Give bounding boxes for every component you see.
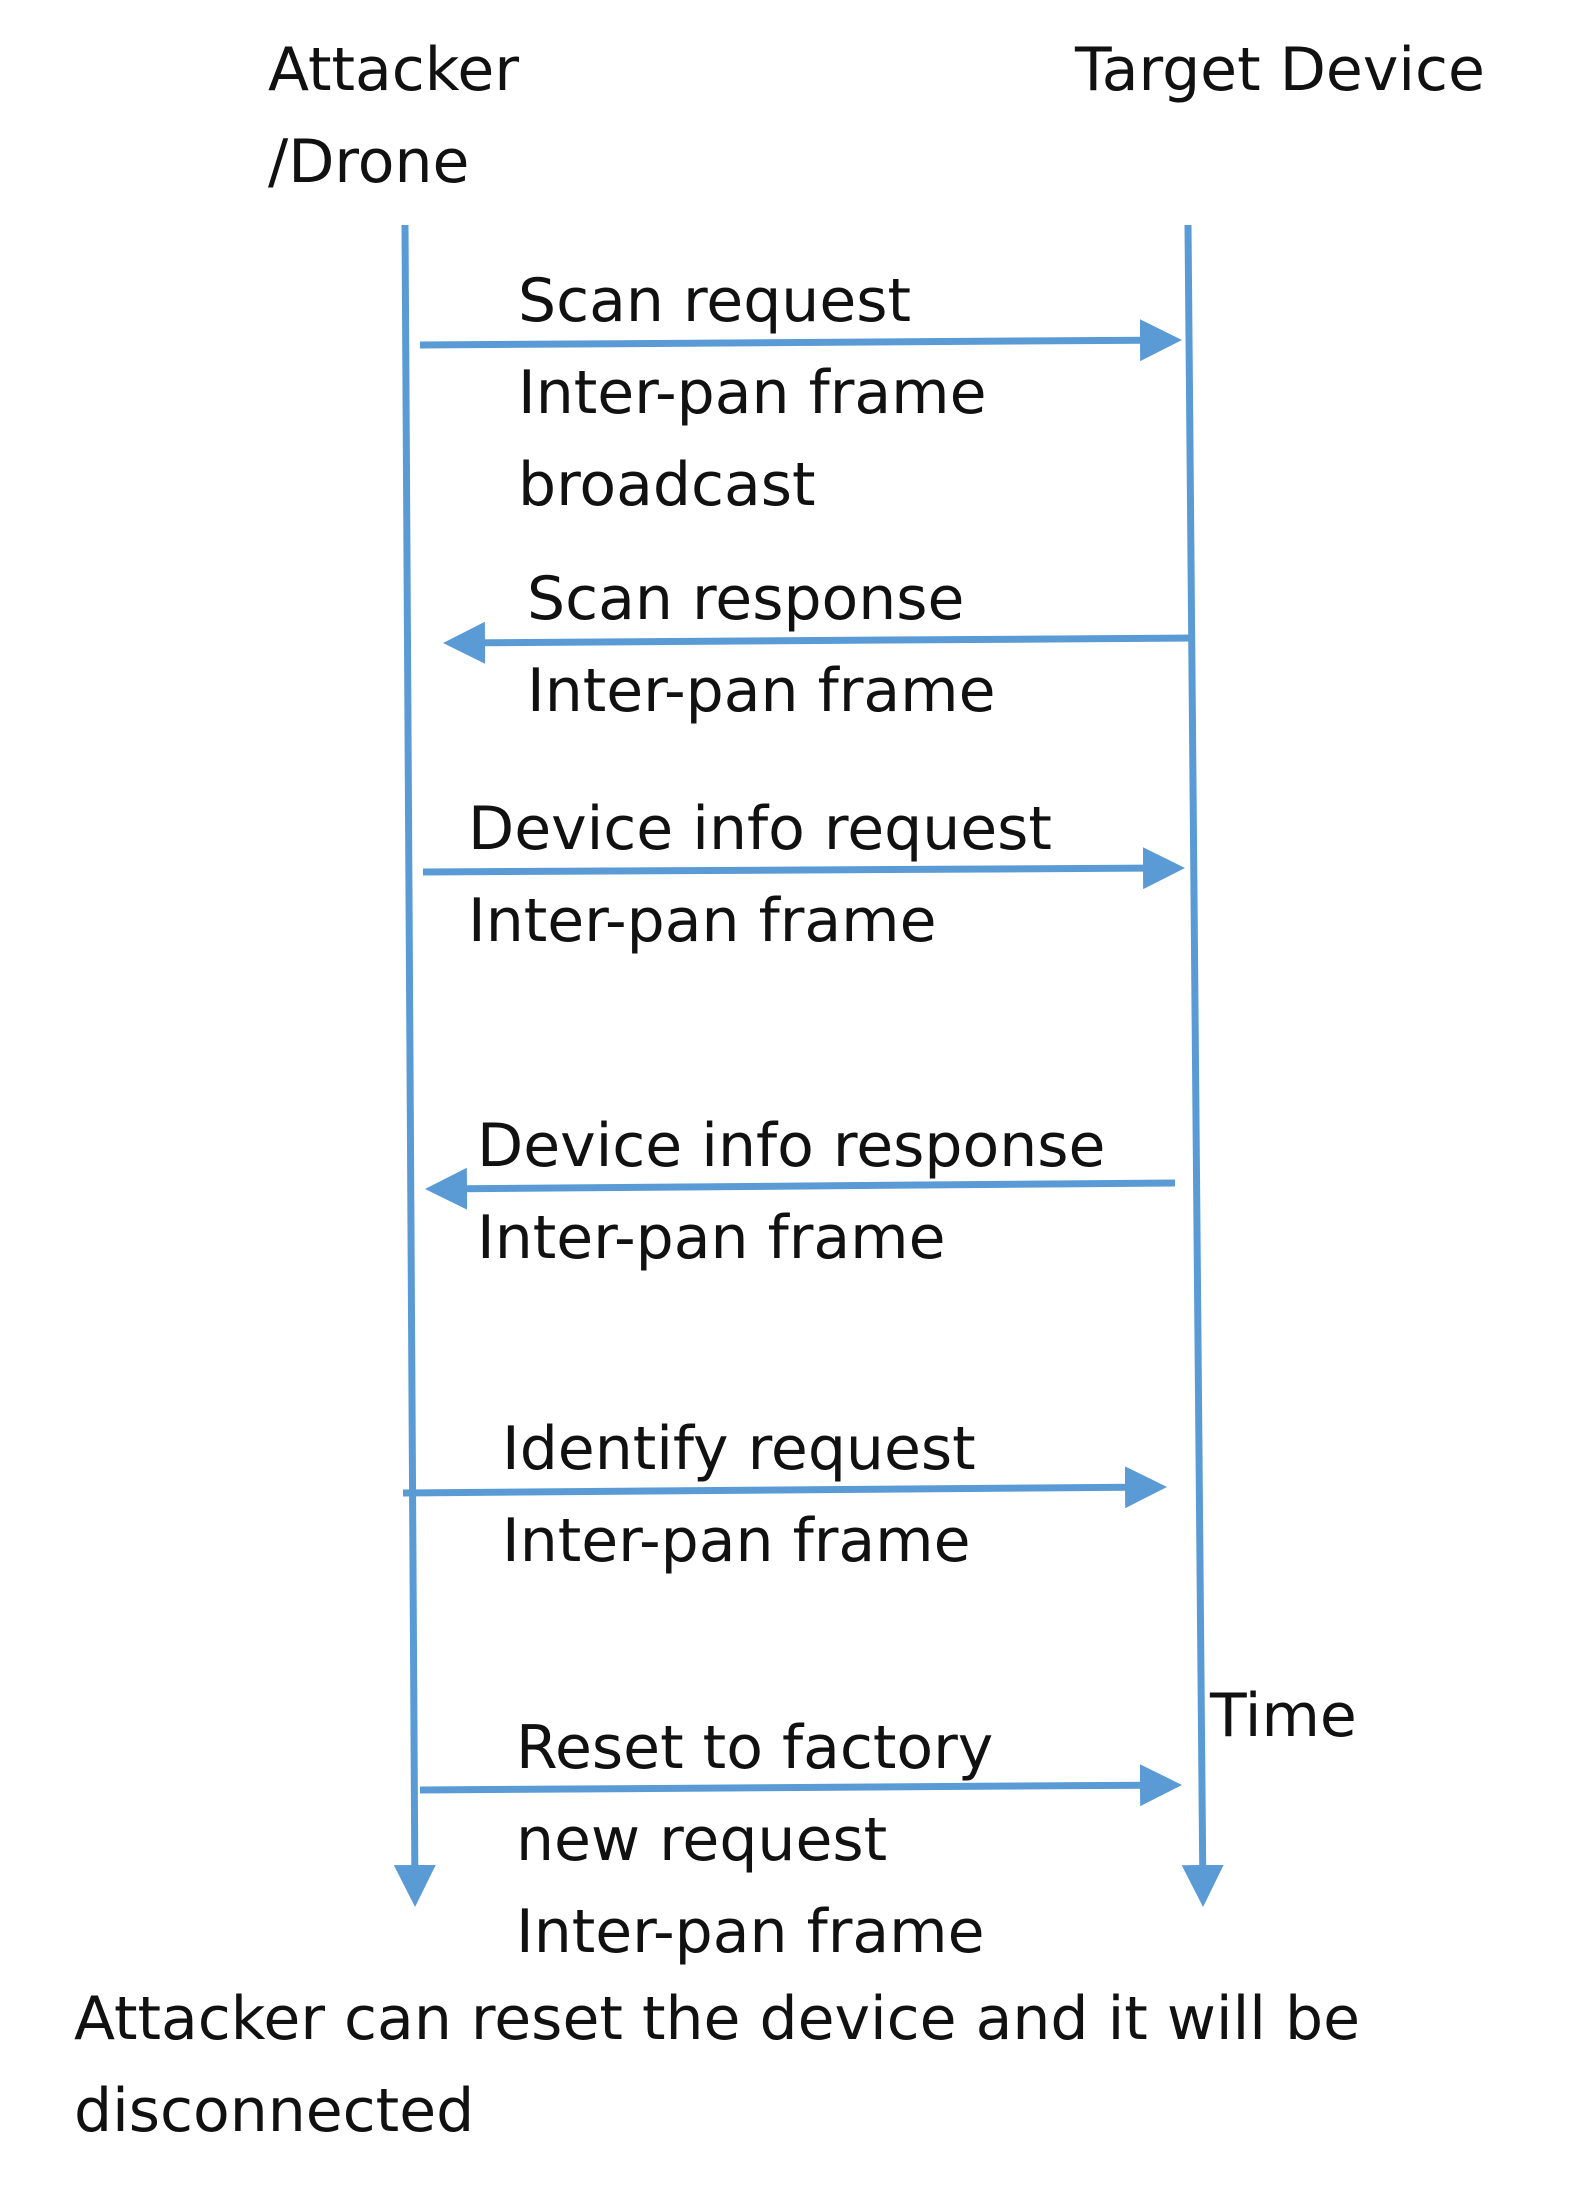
target-lifeline [1181, 224, 1224, 1907]
target-label: Target Device [1075, 35, 1485, 105]
scan-response-arrow [443, 621, 1196, 664]
device-info-request-label: Device info request Inter-pan frame [468, 794, 1052, 956]
attacker-label: Attacker /Drone [268, 35, 519, 197]
scan-request-arrow [419, 319, 1182, 362]
device-info-request-arrow [422, 847, 1185, 890]
identify-request-arrow [402, 1466, 1167, 1509]
reset-request-label: Reset to factory new request Inter-pan f… [516, 1713, 994, 1967]
time-label: Time [1210, 1681, 1357, 1751]
device-info-response-arrow [425, 1167, 1176, 1210]
scan-response-label: Scan response Inter-pan frame [527, 564, 996, 726]
scan-request-label: Scan request Inter-pan frame broadcast [518, 266, 987, 520]
conclusion-text: Attacker can reset the device and it wil… [74, 1984, 1361, 2146]
identify-request-label: Identify request Inter-pan frame [502, 1414, 976, 1576]
device-info-response-label: Device info response Inter-pan frame [477, 1111, 1106, 1273]
reset-request-arrow [419, 1764, 1182, 1807]
attacker-lifeline [393, 224, 436, 1907]
